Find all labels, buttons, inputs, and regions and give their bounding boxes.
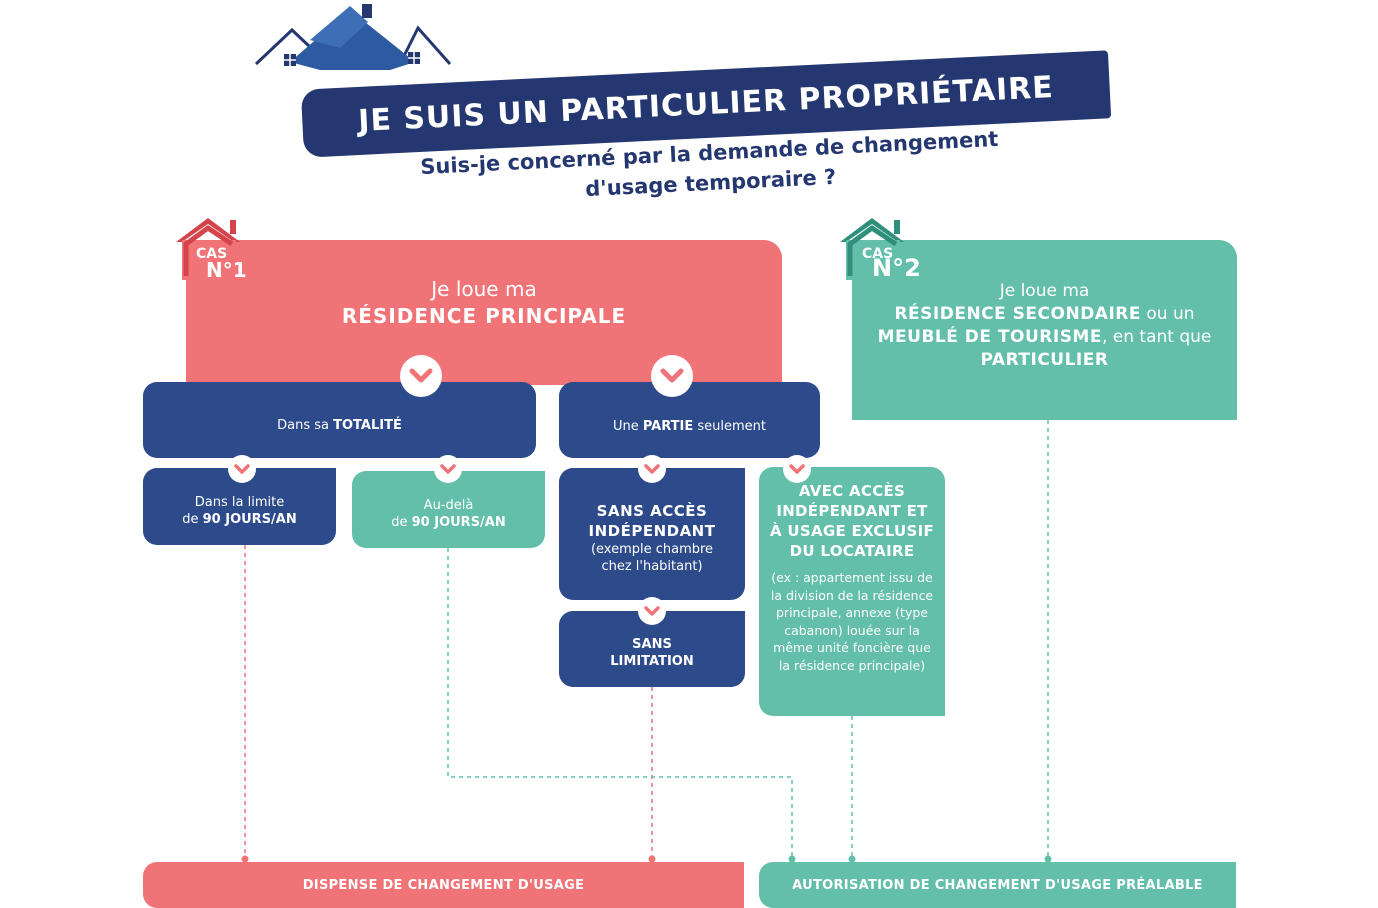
chevron-down-icon <box>638 597 666 625</box>
avec-acces-note-0: (ex : appartement issu de <box>771 570 933 585</box>
case2-house-icon <box>840 218 904 280</box>
avec-acces-note-1: la division de la résidence <box>770 587 934 603</box>
case2-line3-bold: MEUBLÉ DE TOURISME <box>877 327 1102 347</box>
chevron-down-icon <box>434 455 462 483</box>
partie-prefix: Une <box>612 418 643 434</box>
avec-acces-note-2: principale, annexe (type <box>776 605 928 620</box>
case2-line3-rest: , en tant que <box>1101 327 1212 347</box>
avec-acces-line3: À USAGE EXCLUSIF <box>769 522 935 540</box>
sans-acces-line1: SANS ACCÈS <box>596 502 708 520</box>
outcome-dispense-label: DISPENSE DE CHANGEMENT D'USAGE <box>302 877 585 893</box>
case1-house-icon <box>176 218 240 280</box>
case1-line2: RÉSIDENCE PRINCIPALE <box>341 304 627 328</box>
chevron-down-icon <box>228 455 256 483</box>
case1-line1: Je loue ma <box>431 277 537 301</box>
outcome-autorisation-label: AUTORISATION DE CHANGEMENT D'USAGE PRÉAL… <box>792 877 1203 893</box>
limite-prefix: de <box>182 511 203 527</box>
case2-line1: Je loue ma <box>999 281 1090 301</box>
case2-line4: PARTICULIER <box>980 350 1109 370</box>
audela-line1: Au-delà <box>423 497 474 513</box>
case1-badge-cas: CAS <box>196 246 228 262</box>
totalite-box: Dans sa TOTALITÉ <box>143 382 536 458</box>
partie-bold: PARTIE <box>642 418 694 434</box>
chevron-down-icon <box>400 355 442 397</box>
outcome-autorisation-bar: AUTORISATION DE CHANGEMENT D'USAGE PRÉAL… <box>759 862 1236 908</box>
limite-line1: Dans la limite <box>194 494 285 510</box>
avec-acces-line4: DU LOCATAIRE <box>789 542 915 560</box>
sans-acces-line2: INDÉPENDANT <box>588 522 716 540</box>
sans-limitation-line2: LIMITATION <box>610 654 694 669</box>
houses-roof-illustration <box>254 4 452 70</box>
avec-acces-note-5: la résidence principale) <box>778 657 926 673</box>
totalite-bold: TOTALITÉ <box>333 417 402 433</box>
partie-box: Une PARTIE seulement <box>559 382 820 458</box>
case2-main-box: Je loue ma RÉSIDENCE SECONDAIRE ou un ME… <box>852 240 1237 420</box>
totalite-prefix: Dans sa <box>277 417 334 433</box>
sans-acces-box: SANS ACCÈS INDÉPENDANT (exemple chambre … <box>559 468 745 600</box>
case2-line2-bold: RÉSIDENCE SECONDAIRE <box>894 304 1141 324</box>
audela-bold: 90 JOURS/AN <box>411 514 506 530</box>
avec-acces-line1: AVEC ACCÈS <box>798 482 906 500</box>
case2-badge-cas: CAS <box>862 246 894 262</box>
case1-badge-num: N°1 <box>206 258 247 282</box>
avec-acces-note-4: même unité foncière que <box>773 640 931 655</box>
chevron-down-icon <box>783 455 811 483</box>
partie-suffix: seulement <box>693 418 767 434</box>
audela-90-jours-box: Au-delà de 90 JOURS/AN <box>352 471 545 548</box>
chevron-down-icon <box>638 455 666 483</box>
limite-bold: 90 JOURS/AN <box>202 511 297 527</box>
audela-prefix: de <box>391 514 412 530</box>
outcome-dispense-bar: DISPENSE DE CHANGEMENT D'USAGE <box>143 862 744 908</box>
chevron-down-icon <box>651 355 693 397</box>
case1-main-box: Je loue ma RÉSIDENCE PRINCIPALE <box>186 240 782 385</box>
sans-acces-note1: (exemple chambre <box>590 542 714 557</box>
avec-acces-note-3: cabanon) louée sur la <box>784 622 920 638</box>
sans-acces-note2: chez l'habitant) <box>601 559 703 574</box>
avec-acces-line2: INDÉPENDANT ET <box>776 502 928 520</box>
avec-acces-box: AVEC ACCÈS INDÉPENDANT ET À USAGE EXCLUS… <box>759 467 945 716</box>
case2-line2-rest: ou un <box>1141 304 1195 324</box>
sans-limitation-line1: SANS <box>632 637 672 652</box>
case2-badge-num: N°2 <box>872 254 921 282</box>
